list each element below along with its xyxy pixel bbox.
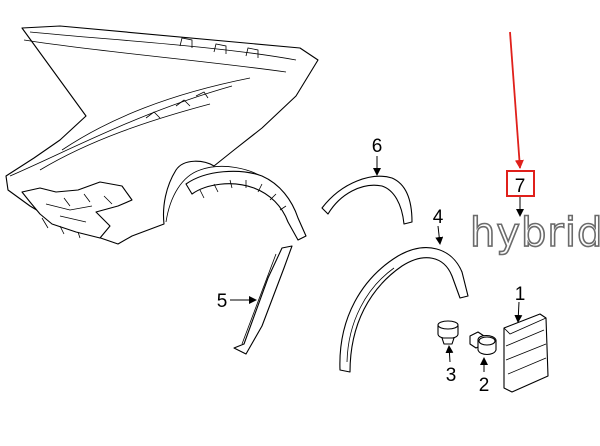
part-7-hybrid-badge: hybrid: [470, 210, 600, 256]
callout-3: 3: [446, 365, 457, 386]
callout-4: 4: [433, 207, 444, 228]
part-1-panel-insert: [503, 313, 549, 393]
part-3-clip: [437, 320, 459, 345]
part-2-grommet: [469, 331, 497, 356]
part-5-side-strip: [233, 245, 293, 355]
callout-7-highlight-box: [506, 170, 535, 197]
front-fender: [5, 25, 319, 245]
callout-7: 7: [515, 176, 526, 197]
callout-1: 1: [515, 284, 526, 305]
callout-6: 6: [372, 136, 383, 157]
part-6-arch-moulding: [321, 175, 413, 225]
part-4-wheel-arch-trim: [339, 247, 469, 373]
leader-lines: [230, 31, 524, 372]
highlight-arrow: [509, 31, 524, 169]
callout-5: 5: [217, 291, 228, 312]
callout-2: 2: [479, 375, 490, 396]
